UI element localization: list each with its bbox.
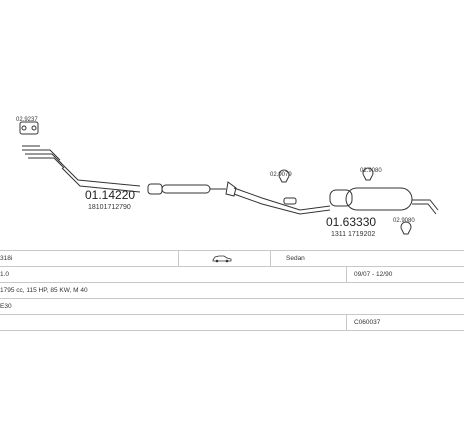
front-pipe-code: 01.14220: [85, 188, 135, 202]
model-cell: 318i: [0, 255, 13, 262]
table-row: 318i Sedan: [0, 250, 464, 267]
table-row: 1795 cc, 115 HP, 85 KW, M 40: [0, 283, 464, 299]
rear-box-oe: 1311 1719202: [331, 231, 375, 238]
reference-cell: C060037: [354, 319, 381, 326]
vehicle-info-table: 318i Sedan 1.0 09/07 - 12/90 1795 cc, 11…: [0, 250, 464, 331]
clamp-icon: [362, 167, 374, 181]
gasket-code: 02.9237: [16, 117, 38, 123]
mid-pipe-part: [233, 187, 331, 215]
car-icon: [212, 255, 232, 263]
rear-silencer-part: [329, 187, 439, 215]
years-cell: 09/07 - 12/90: [354, 271, 393, 278]
center-silencer-part: [147, 181, 237, 197]
clamp-icon: [278, 169, 290, 183]
specs-cell: 1795 cc, 115 HP, 85 KW, M 40: [0, 287, 88, 294]
gasket-icon: [19, 121, 39, 135]
table-row: 1.0 09/07 - 12/90: [0, 267, 464, 283]
exhaust-diagram: 02.9237 01.14220 18101712790 02.9079 02.…: [16, 117, 439, 238]
body-type-cell: Sedan: [286, 255, 305, 262]
clamp-c-code: 02.9080: [393, 218, 415, 224]
clamp-icon: [400, 221, 412, 235]
clamp-b-code: 02.9080: [360, 168, 382, 174]
table-row: C060037: [0, 315, 464, 331]
table-row: E30: [0, 299, 464, 315]
front-pipe-part: [22, 145, 141, 193]
front-pipe-oe: 18101712790: [88, 204, 131, 211]
engine-cell: 1.0: [0, 271, 10, 278]
clamp-a-code: 02.9079: [270, 172, 292, 178]
rear-box-code: 01.63330: [326, 215, 376, 229]
chassis-cell: E30: [0, 303, 12, 310]
